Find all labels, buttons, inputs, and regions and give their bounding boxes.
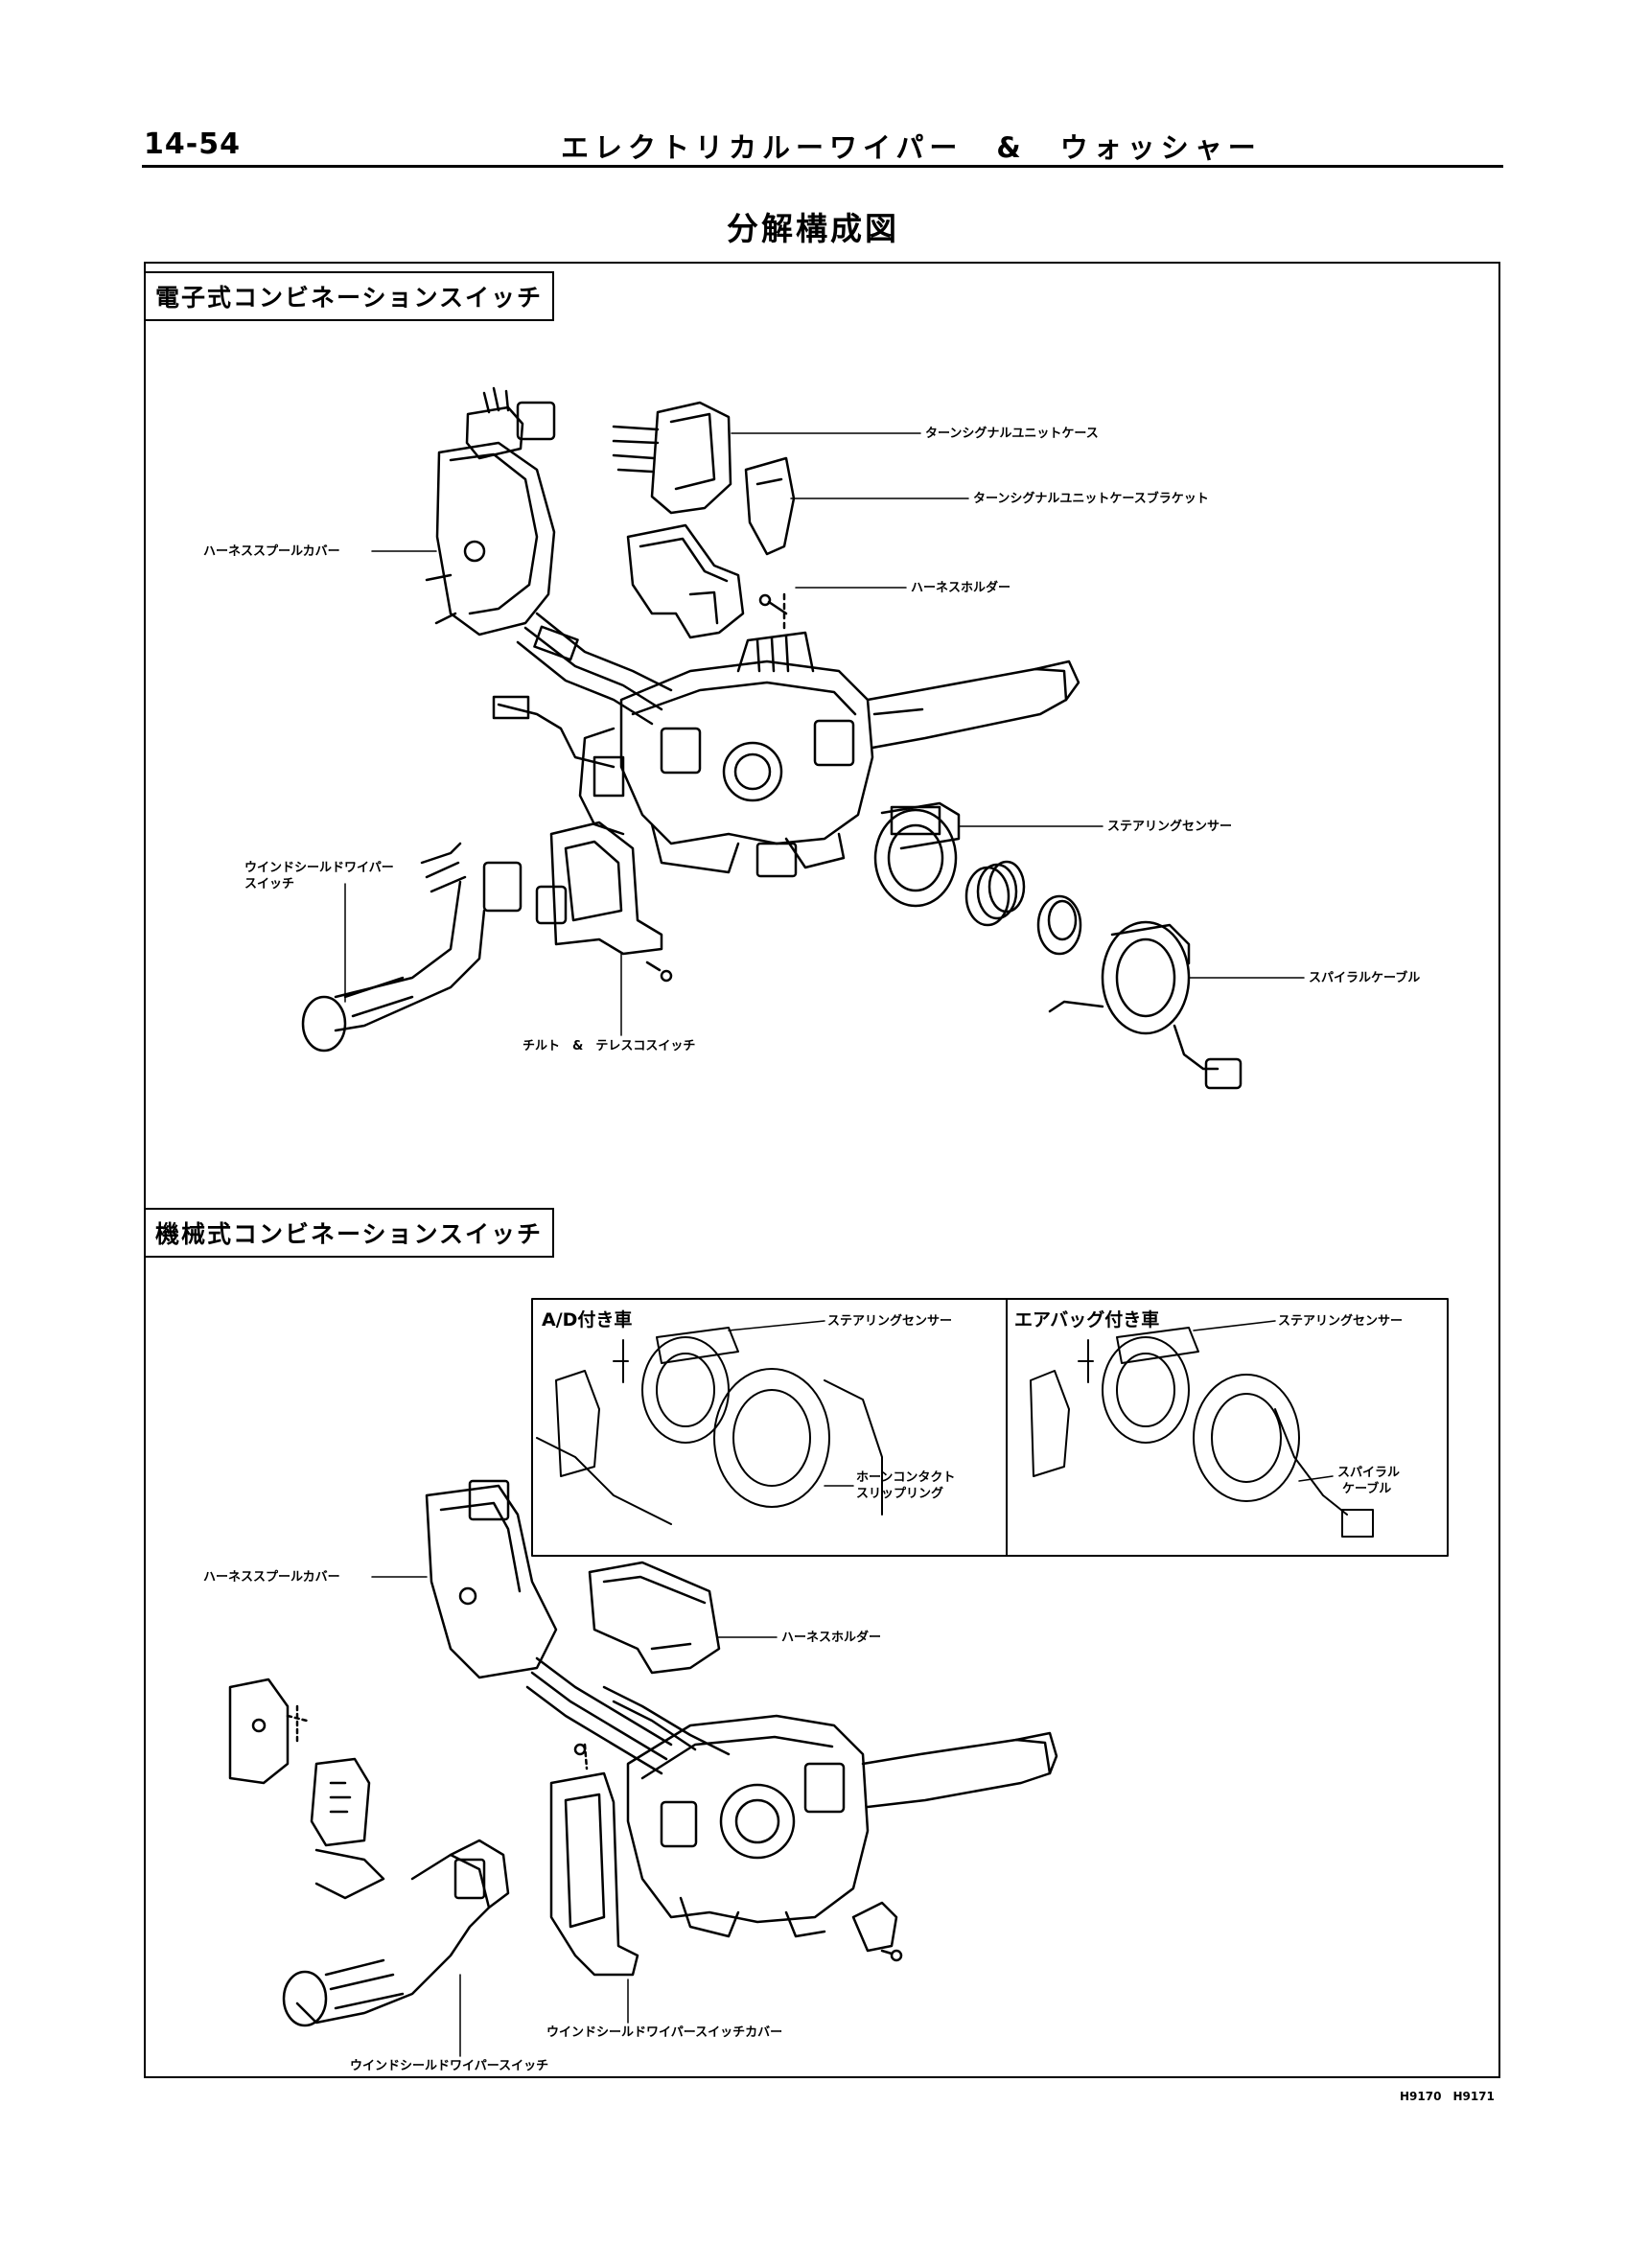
screw <box>758 592 788 635</box>
mech-combination-switch-body <box>626 1714 870 1938</box>
inset-ad-label-horn-line1: ホーンコンタクト <box>856 1470 956 1485</box>
page-number: 14-54 <box>144 127 241 161</box>
turn-signal-unit-case-part <box>612 401 796 556</box>
harness-holder-part <box>626 523 745 639</box>
mech-harness-holder-part <box>588 1561 721 1675</box>
label-harness-holder: ハーネスホルダー <box>911 581 1011 595</box>
label-mech-harness-holder: ハーネスホルダー <box>781 1631 882 1645</box>
diagram-frame <box>144 262 1500 2078</box>
inset-airbag-drawing <box>1030 1327 1374 1538</box>
label-mech-harness-spool-cover: ハーネススプールカバー <box>203 1570 340 1585</box>
mech-harness-spool-cover-part <box>425 1479 558 1679</box>
tilt-telescope-switch-part <box>535 821 673 983</box>
label-spiral-cable: スパイラルケーブル <box>1309 971 1421 985</box>
label-wiper-switch-line2: スイッチ <box>244 877 295 891</box>
inset-ad-drawing <box>536 1327 883 1525</box>
section-title-electronic: 電子式コンビネーションスイッチ <box>144 271 555 321</box>
mech-wiper-switch-part <box>282 1839 510 2027</box>
inset-airbag-label-steering-sensor: ステアリングセンサー <box>1278 1314 1404 1329</box>
mech-wiper-switch-cover-part <box>549 1743 639 1977</box>
label-tilt-telescope-switch: チルト & テレスコスイッチ <box>523 1039 696 1053</box>
turn-signal-lever <box>866 660 1080 750</box>
steering-sensor-part <box>873 801 961 908</box>
combination-switch-body <box>578 631 874 878</box>
mech-bracket-part <box>228 1678 309 1785</box>
label-mech-wiper-switch: ウインドシールドワイパースイッチ <box>350 2059 549 2073</box>
inset-ad-label-horn-line2: スリップリング <box>856 1487 944 1501</box>
wiper-switch-part <box>301 842 523 1053</box>
label-mech-wiper-switch-cover: ウインドシールドワイパースイッチカバー <box>546 2025 783 2040</box>
inset-airbag-label-spiral-line2: ケーブル <box>1342 1482 1392 1496</box>
main-title: 分解構成図 <box>727 210 899 247</box>
inset-ad-label-steering-sensor: ステアリングセンサー <box>827 1314 953 1329</box>
label-steering-sensor: ステアリングセンサー <box>1107 820 1233 834</box>
section-title-mechanical: 機械式コンビネーションスイッチ <box>144 1208 555 1258</box>
mech-small-bracket-part <box>851 1901 903 1962</box>
page-header-title: エレクトリカルーワイパー & ウォッシャー <box>561 131 1262 164</box>
label-turn-signal-unit-case-bracket: ターンシグナルユニットケースブラケット <box>973 492 1209 506</box>
harness-spool-cover-part <box>425 386 556 636</box>
label-harness-spool-cover: ハーネススプールカバー <box>203 544 340 559</box>
inset-box-airbag <box>1006 1298 1449 1557</box>
spring-parts <box>964 860 1082 956</box>
inset-airbag-label-spiral-line1: スパイラル <box>1337 1466 1401 1480</box>
figure-codes: H9170 H9171 <box>1400 2090 1495 2103</box>
inset-title-airbag: エアバッグ付き車 <box>1014 1309 1160 1331</box>
header-rule <box>142 165 1503 168</box>
label-turn-signal-unit-case: ターンシグナルユニットケース <box>925 427 1099 441</box>
harness-wires <box>492 612 673 769</box>
mech-harness-wires <box>525 1656 731 1775</box>
inset-title-ad: A/D付き車 <box>542 1309 633 1331</box>
leader-lines-section2 <box>371 1320 1334 2057</box>
label-wiper-switch-line1: ウインドシールドワイパー <box>244 861 394 875</box>
mech-connector-part <box>310 1757 385 1900</box>
leader-lines-section1 <box>344 432 1305 1036</box>
mech-turn-signal-lever <box>861 1731 1058 1809</box>
spiral-cable-part <box>1048 920 1243 1090</box>
inset-box-ad <box>531 1298 1008 1557</box>
